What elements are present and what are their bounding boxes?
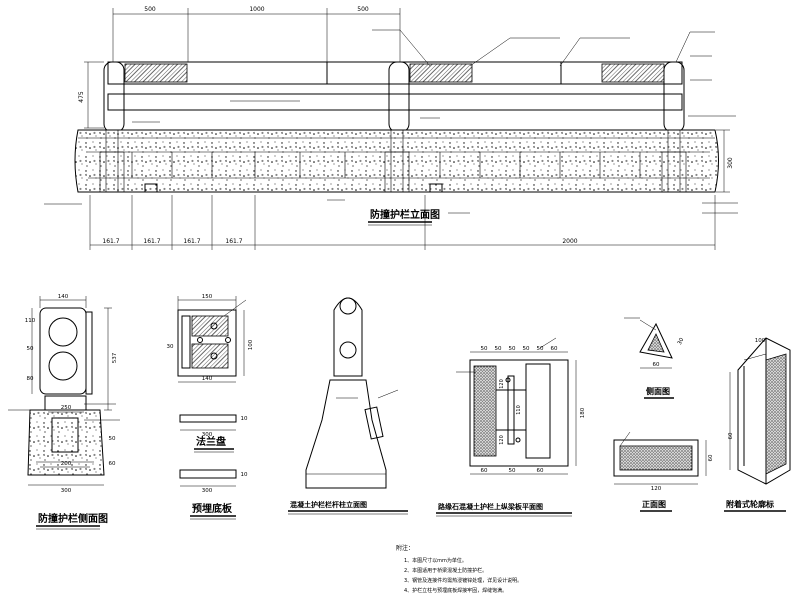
- xs-dim-10: 60: [109, 461, 116, 467]
- xs-dim-2: 110: [25, 318, 36, 324]
- elev-dim-bottom-1: 161.7: [102, 238, 119, 245]
- flange-view: 150 30 140 100 10 300 法兰盘: [167, 294, 254, 453]
- flange-dim-2: 30: [167, 344, 174, 350]
- flange-dim-1: 150: [202, 294, 213, 300]
- xs-dim-6: 300: [61, 488, 72, 494]
- post-title: 混凝土护栏栏杆柱立面图: [290, 500, 367, 509]
- notes-heading: 附注：: [396, 544, 414, 552]
- side-view: 60 30 侧面图: [624, 317, 686, 399]
- plan-dim-bottom-3: 60: [537, 468, 544, 474]
- xs-dim-5: 200: [61, 461, 72, 467]
- embed-plate-title: 预埋底板: [192, 502, 233, 515]
- iso-dim-2: 100: [755, 338, 766, 344]
- cross-section-title: 防撞护栏侧面图: [38, 512, 108, 525]
- elev-dim-bottom-3: 161.7: [183, 238, 200, 245]
- xs-dim-7: 537: [112, 352, 118, 363]
- iso-dim-1: 60: [728, 432, 734, 439]
- note-item-3: 3、钢管及连接件均需热浸镀锌处理，详见设计说明。: [404, 577, 522, 584]
- plan-dim-bottom-1: 60: [481, 468, 488, 474]
- elev-dim-bottom-2: 161.7: [143, 238, 160, 245]
- iso-view-title: 附着式轮廓标: [726, 499, 774, 509]
- notes-block: 附注： 1、本图尺寸以mm为单位。 2、本图适用于桥梁混凝土防撞护栏。 3、钢管…: [396, 544, 522, 594]
- elev-dim-top-3: 500: [357, 6, 369, 13]
- embed-dim-1: 10: [241, 472, 248, 478]
- flange-dim-6: 300: [202, 432, 213, 438]
- elev-dim-right: 300: [727, 157, 734, 169]
- side-dim-2: 30: [677, 337, 686, 346]
- front-dim-1: 120: [651, 486, 662, 492]
- iso-view: 60 100 附着式轮廓标: [724, 337, 791, 512]
- elevation-view: 500 1000 500 475: [44, 6, 738, 250]
- flange-dim-5: 10: [241, 416, 248, 422]
- plan-dim-right: 180: [580, 407, 586, 418]
- top-plan-title: 路缘石混凝土护栏上纵梁板平面图: [438, 502, 543, 511]
- embed-dim-2: 300: [202, 488, 213, 494]
- plan-dim-mid-3: 120: [499, 435, 505, 445]
- plan-dim-top-4: 50: [523, 346, 530, 352]
- note-item-2: 2、本图适用于桥梁混凝土防撞护栏。: [404, 567, 487, 574]
- elev-dim-top-2: 1000: [249, 6, 264, 13]
- plan-dim-top-6: 60: [551, 346, 558, 352]
- post-view: 混凝土护栏栏杆柱立面图: [288, 297, 408, 515]
- plan-dim-mid-1: 120: [499, 379, 505, 389]
- xs-dim-3: 50: [27, 346, 34, 352]
- xs-dim-1: 140: [58, 294, 69, 300]
- plan-dim-bottom-2: 50: [509, 468, 516, 474]
- elev-dim-left: 475: [78, 91, 85, 103]
- elev-dim-top-1: 500: [144, 6, 156, 13]
- front-dim-2: 60: [708, 454, 714, 461]
- note-item-4: 4、护栏立柱与预埋底板焊接牢固，焊缝饱满。: [404, 587, 507, 594]
- plan-dim-mid-2: 110: [516, 405, 522, 415]
- side-dim-1: 60: [653, 362, 660, 368]
- embed-plate-view: 10 300 预埋底板: [179, 469, 248, 520]
- xs-dim-9: 50: [109, 436, 116, 442]
- flange-dim-4: 100: [248, 339, 254, 350]
- cross-section-view: 140 110 50 250 200 300 537 80 50 60 防撞护栏…: [8, 294, 120, 530]
- side-view-title: 侧面图: [646, 386, 670, 396]
- elev-dim-total: 2000: [562, 238, 577, 245]
- xs-dim-4: 250: [61, 405, 72, 411]
- flange-title: 法兰盘: [196, 435, 226, 448]
- elevation-title: 防撞护栏立面图: [370, 208, 440, 221]
- plan-dim-top-5: 50: [537, 346, 544, 352]
- plan-dim-top-1: 50: [481, 346, 488, 352]
- front-view: 120 60 正面图: [613, 431, 714, 512]
- plan-dim-top-3: 50: [509, 346, 516, 352]
- top-plan-view: 50 50 50 50 50 60 60 50 60 180 120 110 1…: [436, 337, 586, 517]
- front-view-title: 正面图: [642, 500, 666, 509]
- elev-dim-bottom-4: 161.7: [225, 238, 242, 245]
- note-item-1: 1、本图尺寸以mm为单位。: [404, 557, 467, 564]
- flange-dim-3: 140: [202, 376, 213, 382]
- plan-dim-top-2: 50: [495, 346, 502, 352]
- xs-dim-8: 80: [27, 376, 34, 382]
